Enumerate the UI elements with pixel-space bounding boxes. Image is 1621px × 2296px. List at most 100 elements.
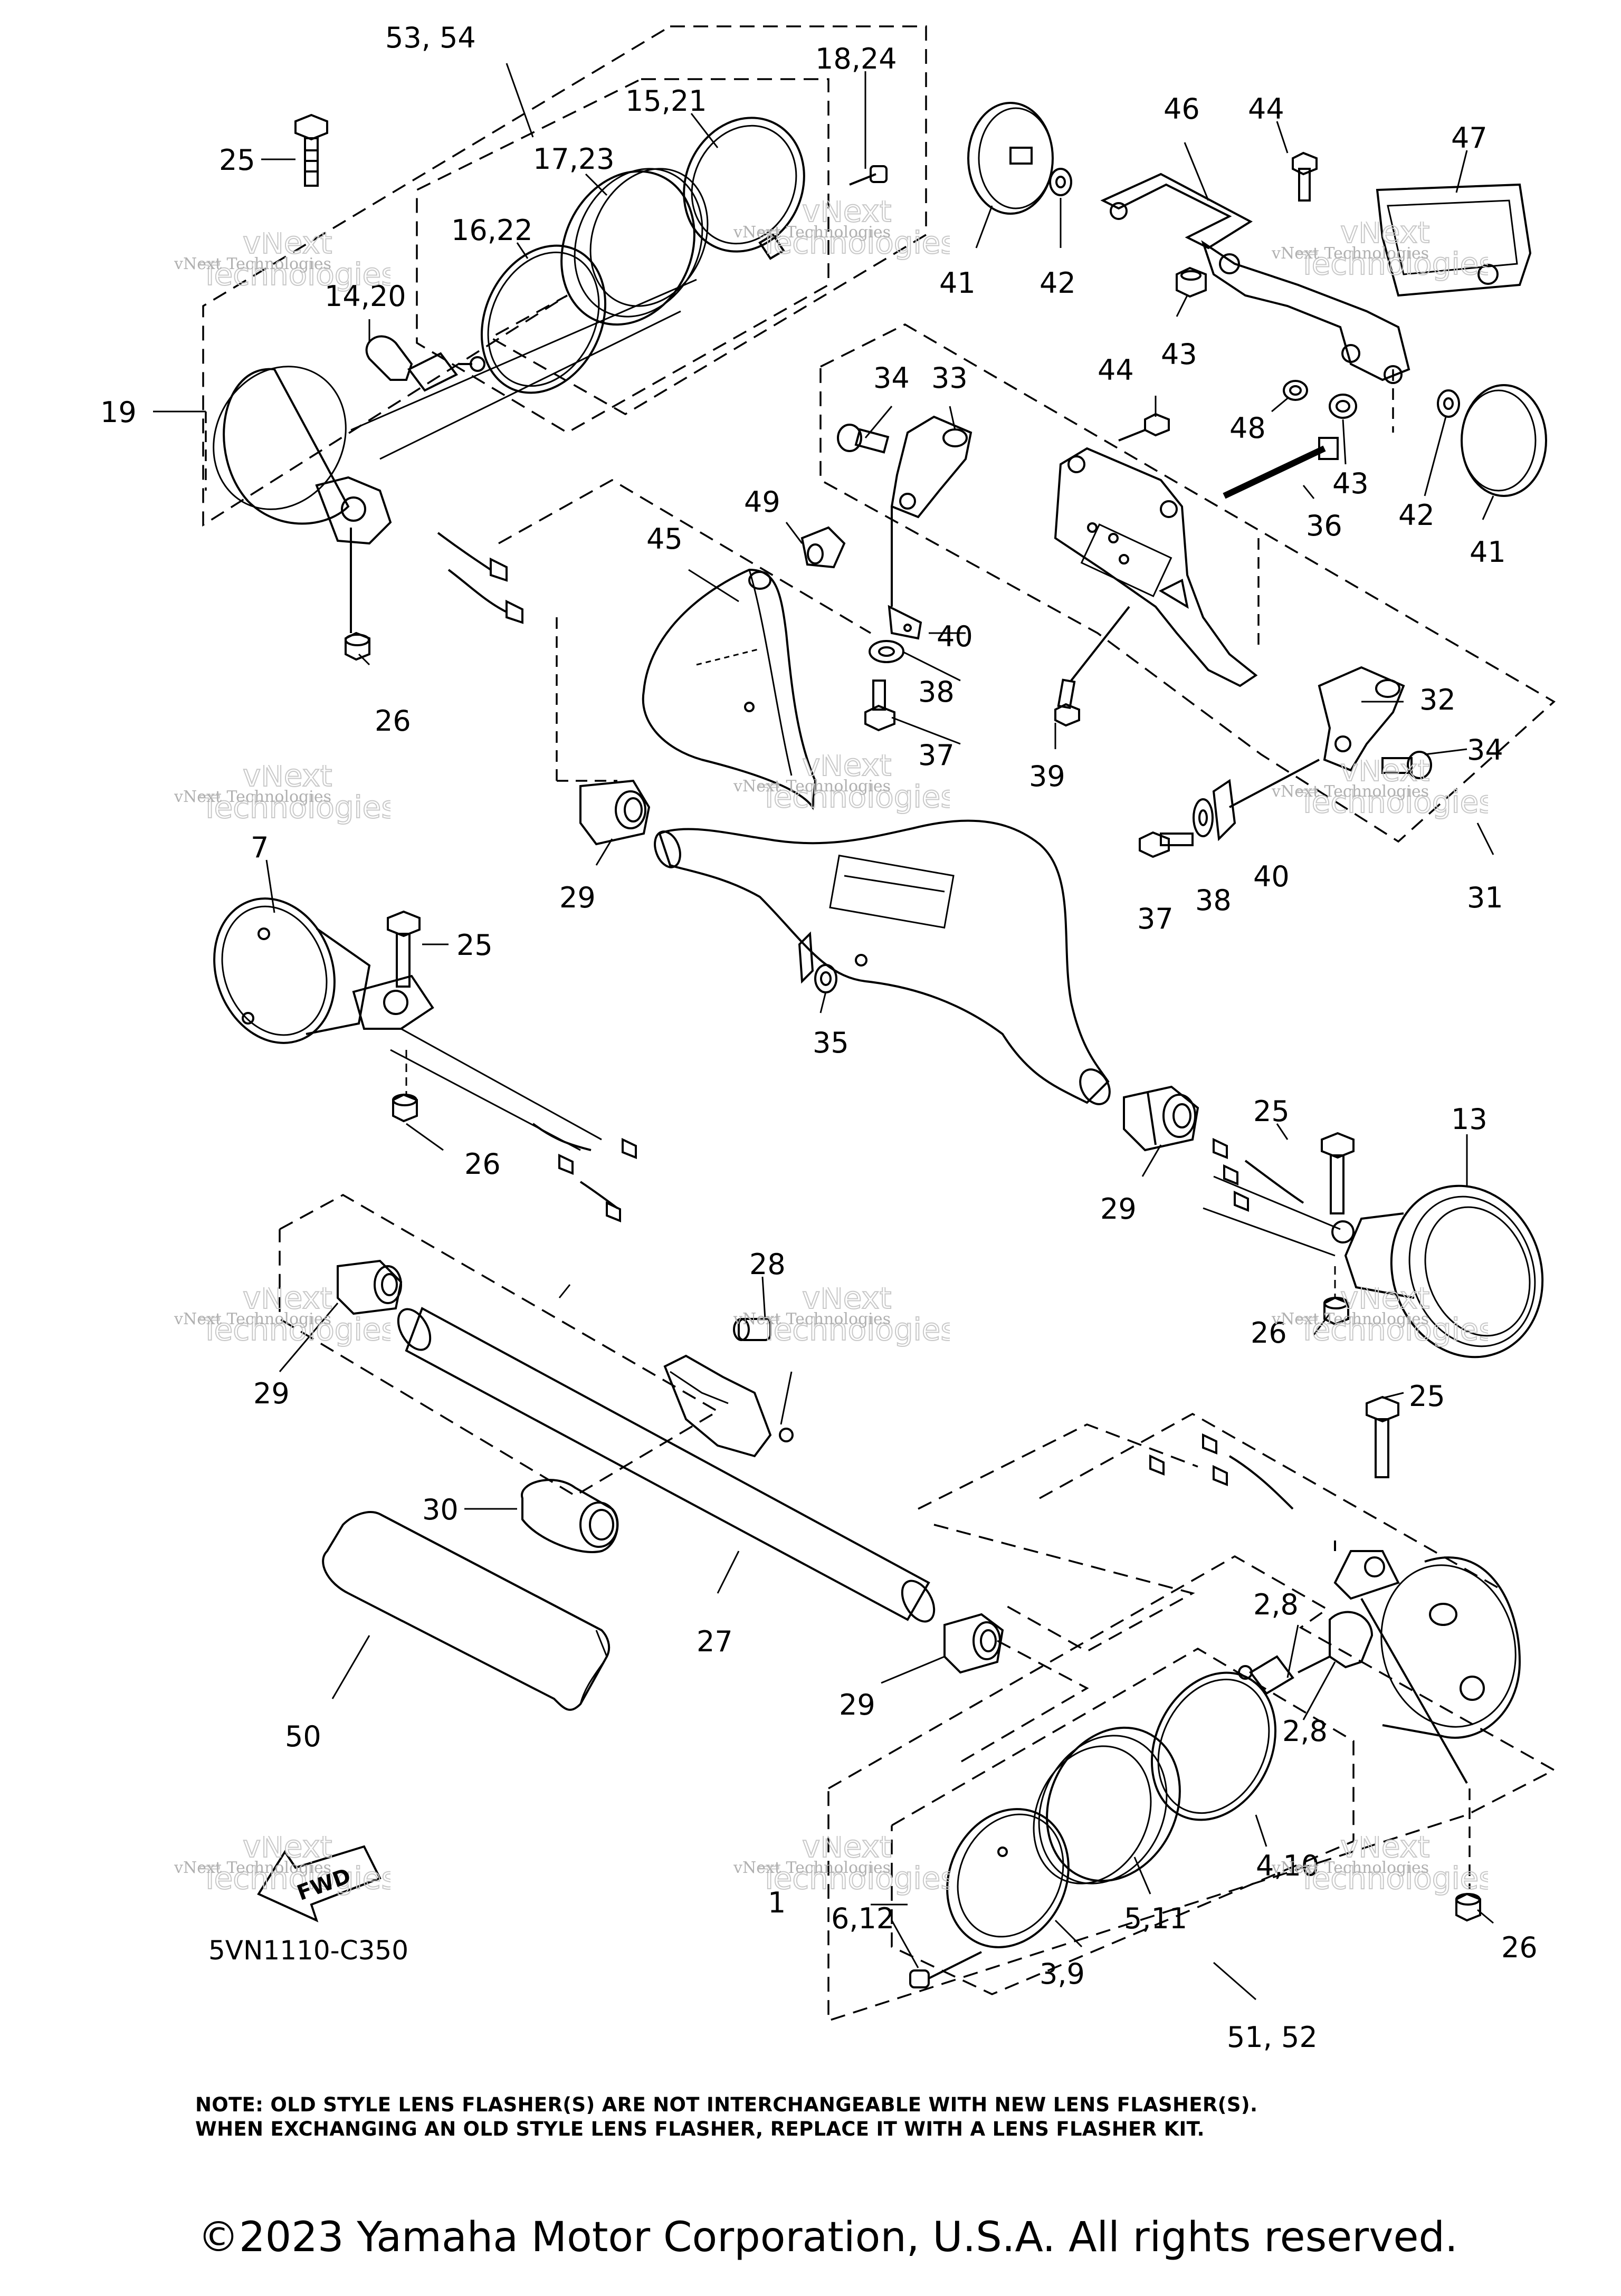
group-box-51-52 [827, 1555, 1556, 2022]
cover-50 [322, 1511, 611, 1711]
grommet-48 [1283, 380, 1308, 401]
cover-45 [642, 568, 817, 810]
grommet-29-right [1123, 1085, 1199, 1152]
washer-42-right [1437, 389, 1460, 418]
callout-label: 40 [937, 620, 973, 653]
bolt-39 [1054, 606, 1130, 727]
flasher-assembly-19 [213, 279, 697, 633]
callout-label: 25 [1409, 1380, 1445, 1413]
callout-label: 29 [559, 881, 596, 914]
callout-label: 26 [464, 1147, 501, 1181]
bolt-44-lower [1118, 413, 1170, 442]
wire-connectors-7 [532, 1123, 637, 1222]
callout-label: 39 [1029, 760, 1065, 793]
grommet-29-left [337, 1259, 403, 1315]
screw-1-6-12 [909, 1951, 982, 1988]
collar-49 [800, 526, 846, 569]
callout-label: 32 [1419, 683, 1456, 716]
reflector-41-right [1461, 384, 1547, 497]
cable-tie-36 [1223, 437, 1339, 499]
ring-16-22 [480, 244, 607, 394]
bulb-14-20 [365, 335, 485, 392]
stay-32 [1318, 666, 1405, 772]
callout-label: 6,12 [831, 1902, 894, 1935]
washer-42-left [1049, 168, 1072, 196]
callout-label: 19 [100, 396, 137, 429]
callout-label: 29 [253, 1377, 290, 1410]
callout-label: 2,8 [1282, 1715, 1328, 1748]
flasher-housing-lower [1333, 1541, 1521, 1784]
nut-26-bottom [1455, 1892, 1481, 1922]
callout-label: 13 [1451, 1103, 1487, 1136]
wire-connectors-lower [1149, 1433, 1294, 1510]
group-box-wire-13 [1039, 1412, 1499, 1589]
note-line-1: NOTE: OLD STYLE LENS FLASHER(S) ARE NOT … [195, 2093, 1258, 2116]
callout-label: 49 [744, 485, 780, 519]
callout-label: 43 [1161, 338, 1197, 371]
bolt-25-top [294, 113, 328, 187]
bolt-25-left [387, 910, 421, 988]
callout-label: 35 [813, 1026, 849, 1059]
callout-label: 40 [1253, 860, 1290, 893]
copyright-notice: ©2023 Yamaha Motor Corporation, U.S.A. A… [198, 2214, 1458, 2261]
rim-17-23 [560, 168, 709, 326]
callout-label: 17,23 [533, 142, 615, 176]
callout-label: 27 [697, 1625, 733, 1658]
callout-label: 2,8 [1253, 1588, 1299, 1621]
callout-label: 5,11 [1124, 1902, 1187, 1935]
bolt-37-left [864, 680, 895, 732]
group-box-53-54 [202, 25, 927, 527]
callout-label: 29 [839, 1688, 875, 1721]
callout-label: 44 [1248, 92, 1284, 126]
callout-label: 42 [1040, 266, 1076, 300]
part-code: 5VN1110-C350 [208, 1935, 409, 1966]
callout-label: 15,21 [625, 84, 707, 118]
callout-label: 48 [1229, 412, 1266, 445]
bolt-25-right [1321, 1132, 1355, 1214]
callout-label: 26 [1501, 1931, 1538, 1964]
bolt-44-upper [1292, 151, 1318, 202]
group-box-31 [819, 323, 1556, 843]
callout-label: 7 [251, 831, 269, 864]
washer-38-right [1193, 798, 1214, 837]
group-box-15-21 [416, 78, 829, 434]
callout-label: 28 [749, 1248, 786, 1281]
callout-label: 34 [1467, 733, 1503, 767]
callout-label: 42 [1398, 499, 1435, 532]
callout-label: 45 [646, 522, 683, 556]
lens-3-9 [946, 1808, 1070, 1948]
group-box-wire-29 [933, 1524, 1195, 1653]
flasher-7 [213, 897, 602, 1151]
callout-label: 44 [1098, 353, 1134, 387]
stay-33 [890, 415, 972, 519]
license-bracket [1054, 447, 1258, 687]
clamp-30 [521, 1479, 619, 1553]
callout-labels: 53, 54 18,24 15,21 17,23 25 16,22 14,20 … [100, 21, 1538, 2054]
bolt-34-left [837, 424, 890, 454]
callout-label: 30 [422, 1493, 459, 1526]
bulb-2-8 [1238, 1611, 1374, 1695]
callout-label: 51, 52 [1227, 2021, 1318, 2054]
callout-label: 41 [1470, 535, 1506, 569]
callout-label: 38 [1195, 884, 1232, 917]
callout-label: 33 [931, 361, 968, 395]
callout-label: 46 [1164, 92, 1200, 126]
bolt-37-right [1139, 831, 1194, 858]
nut-26-top [345, 632, 370, 661]
screw-18-24 [849, 165, 888, 186]
callout-label: 26 [375, 704, 411, 738]
callout-label: 38 [918, 675, 955, 709]
callout-label: 3,9 [1040, 1957, 1085, 1991]
nut-43-lower [1329, 394, 1357, 419]
note-line-2: WHEN EXCHANGING AN OLD STYLE LENS FLASHE… [195, 2118, 1205, 2140]
callout-label: 34 [873, 361, 910, 395]
reflector-41-left [967, 102, 1054, 215]
callout-label: 37 [918, 739, 955, 772]
nut-43-upper [1176, 266, 1207, 298]
bolt-25-lower [1366, 1395, 1399, 1478]
callout-label: 43 [1332, 467, 1369, 500]
callout-label: 29 [1100, 1192, 1137, 1226]
bracket-46 [1100, 173, 1410, 384]
washer-38-left [869, 640, 904, 663]
